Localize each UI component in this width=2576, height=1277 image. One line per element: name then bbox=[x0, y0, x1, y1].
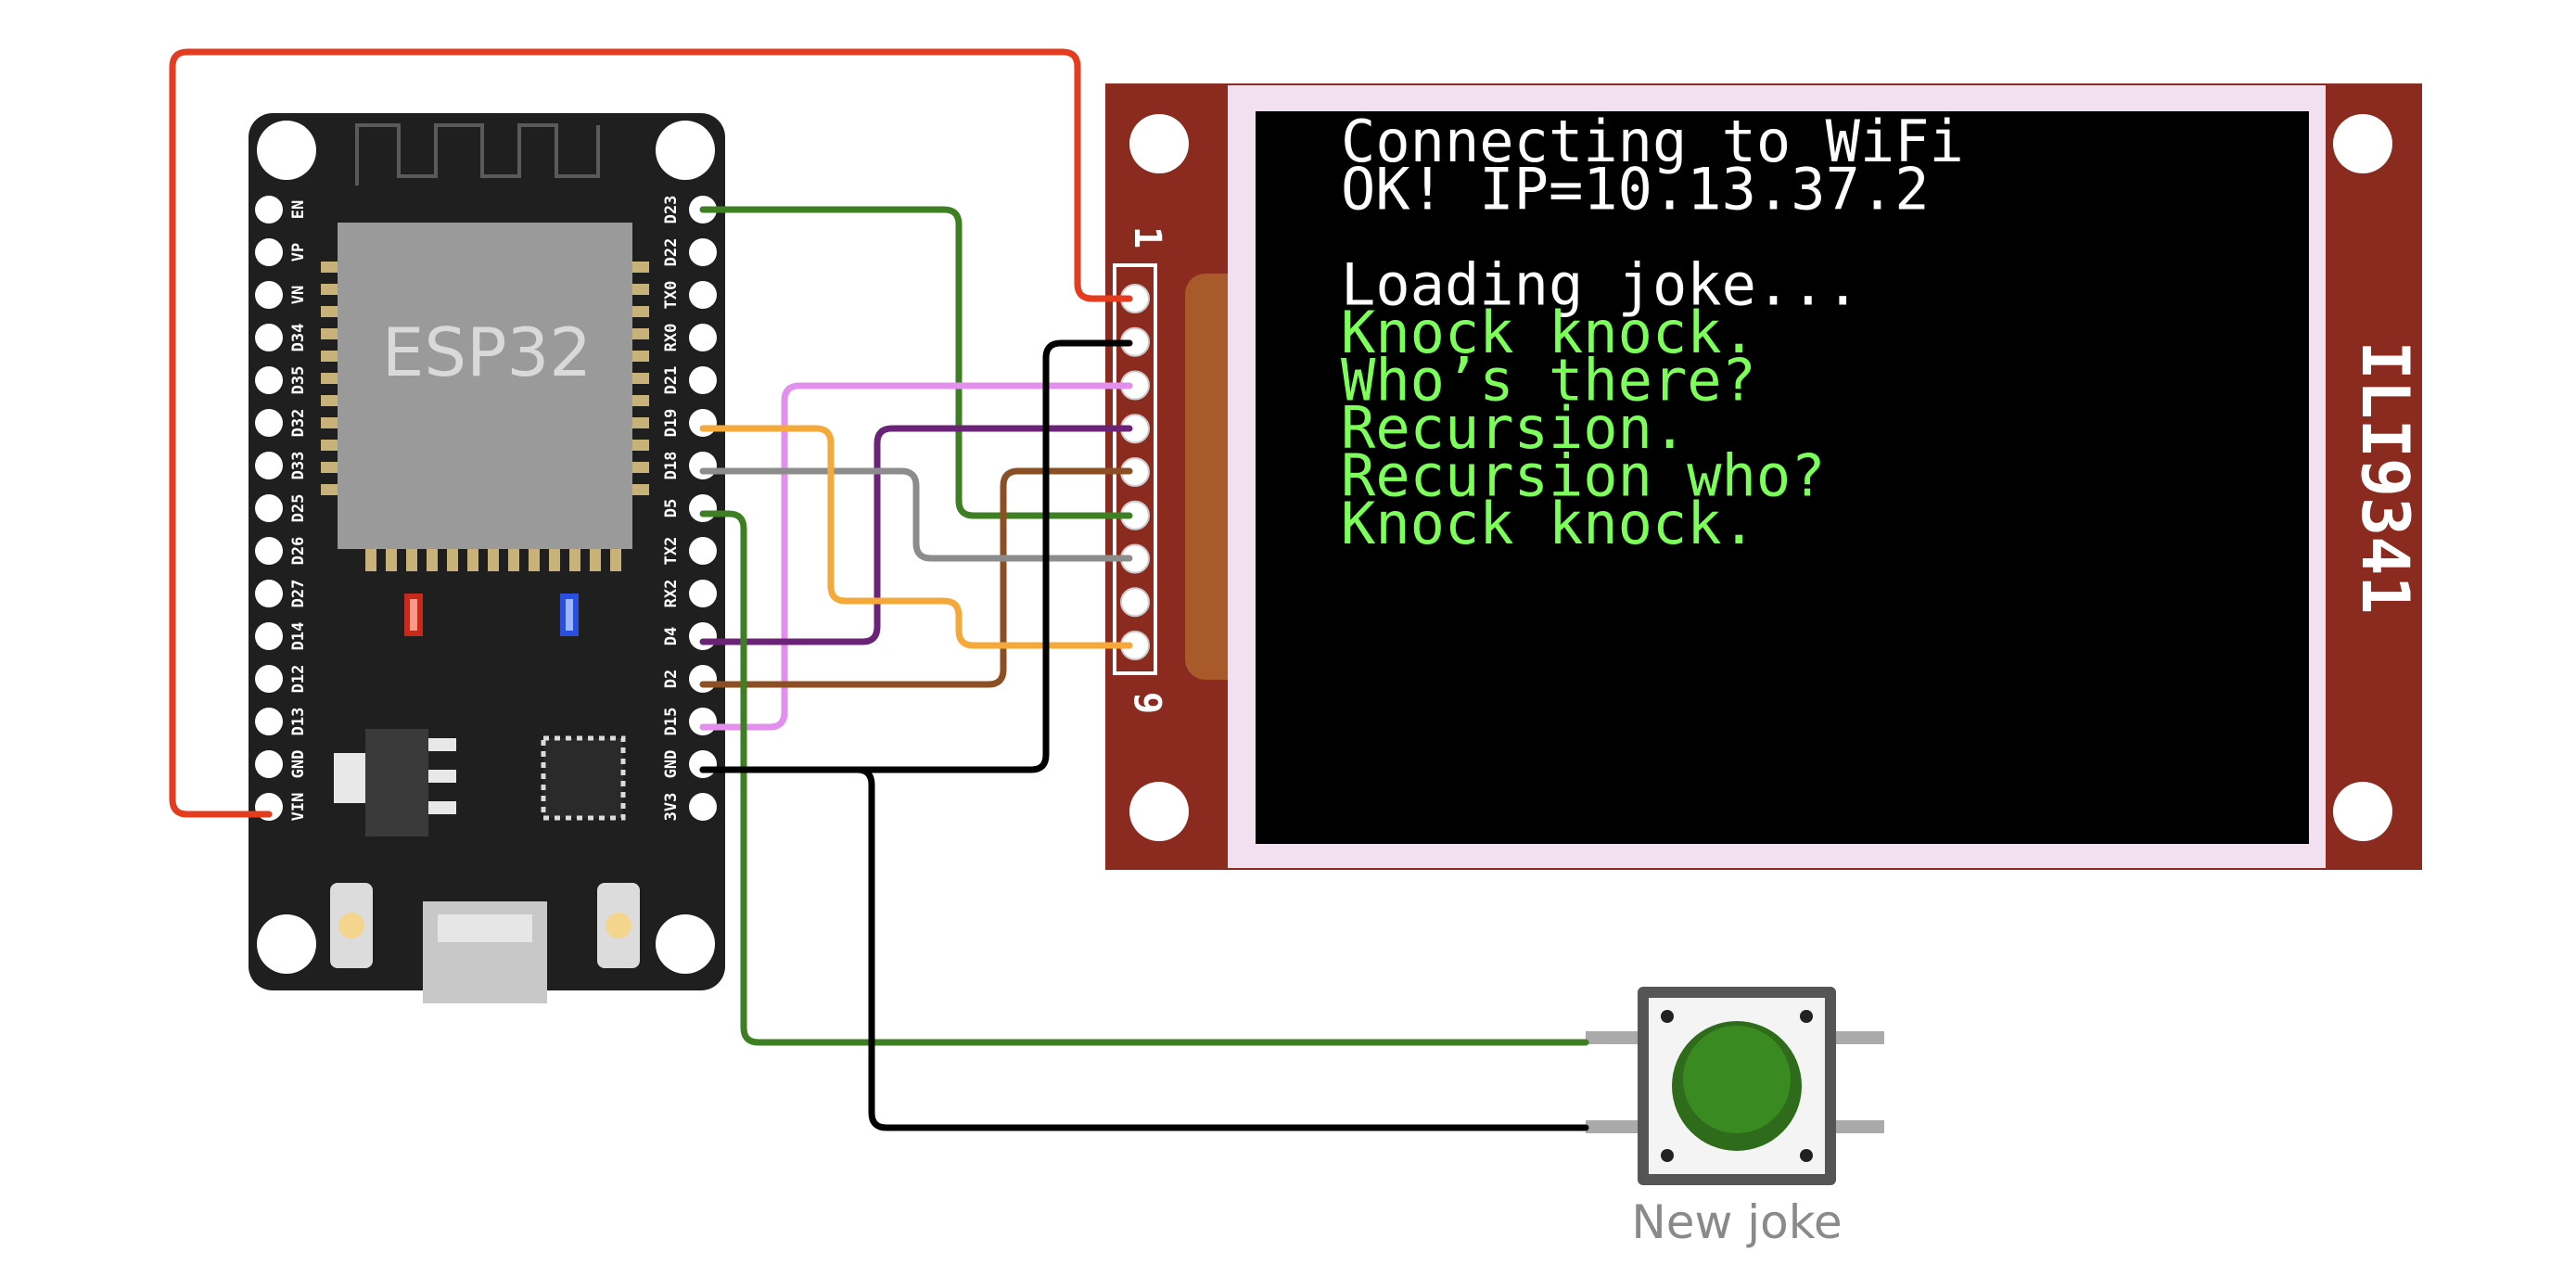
screen-line: Connecting to WiFi bbox=[1341, 108, 1964, 175]
header-last-label: 9 bbox=[1126, 692, 1168, 714]
pin-d18 bbox=[689, 452, 717, 479]
header-first-label: 1 bbox=[1126, 226, 1168, 249]
pin-tx0 bbox=[689, 281, 717, 309]
pin-label-d12: D12 bbox=[289, 665, 308, 694]
pin-label-gnd: GND bbox=[662, 750, 681, 779]
push-button[interactable] bbox=[1586, 987, 1884, 1185]
screen-line: Recursion. bbox=[1341, 394, 1687, 462]
pin-label-d33: D33 bbox=[289, 452, 308, 480]
pin-rx2 bbox=[689, 580, 717, 607]
screen-line: Recursion who? bbox=[1341, 442, 1826, 510]
micro-usb-port-icon bbox=[423, 901, 547, 1003]
pin-d27 bbox=[255, 580, 283, 607]
pin-label-d14: D14 bbox=[289, 622, 308, 651]
pin-d34 bbox=[255, 324, 283, 351]
pin-label-d21: D21 bbox=[662, 366, 681, 395]
pin-vp bbox=[255, 238, 283, 266]
pin-label-tx0: TX0 bbox=[662, 281, 681, 310]
pin-d22 bbox=[689, 238, 717, 266]
esp32-chip-label: ESP32 bbox=[382, 313, 592, 391]
button-label: New joke bbox=[1631, 1195, 1842, 1249]
pin-label-vn: VN bbox=[289, 286, 308, 304]
pin-gnd bbox=[255, 750, 283, 778]
pin-d25 bbox=[255, 494, 283, 522]
pin-label-vp: VP bbox=[289, 243, 308, 262]
wire-vin-red bbox=[169, 48, 1133, 818]
pin-label-d26: D26 bbox=[289, 537, 308, 566]
pin-d12 bbox=[255, 665, 283, 693]
pin-label-d32: D32 bbox=[289, 409, 308, 438]
display-name-label: ILI9341 bbox=[2347, 340, 2423, 614]
wire-pink bbox=[699, 382, 1133, 731]
wire-d5-green-button bbox=[699, 510, 1589, 1046]
pin-3v3 bbox=[689, 793, 717, 821]
reset-button-icon bbox=[597, 883, 640, 968]
pin-label-d35: D35 bbox=[289, 366, 308, 395]
pin-label-d2: D2 bbox=[662, 670, 681, 688]
pin-label-3v3: 3V3 bbox=[662, 793, 681, 822]
screen-line: Who’s there? bbox=[1341, 347, 1756, 415]
screen-line: OK! IP=10.13.37.2 bbox=[1341, 156, 1930, 223]
wire-gnd-black bbox=[699, 339, 1133, 773]
pin-vn bbox=[255, 281, 283, 309]
pin-label-d34: D34 bbox=[289, 324, 308, 352]
pin-en bbox=[255, 196, 283, 223]
pin-d32 bbox=[255, 409, 283, 437]
display-pin-8 bbox=[1120, 587, 1150, 618]
wires bbox=[169, 48, 1589, 1131]
screen-line: Loading joke... bbox=[1341, 251, 1860, 319]
boot-button-icon bbox=[330, 883, 373, 968]
pin-label-d18: D18 bbox=[662, 452, 681, 480]
voltage-regulator-icon bbox=[334, 729, 456, 836]
wire-d23-green bbox=[699, 206, 1133, 519]
pin-label-rx2: RX2 bbox=[662, 580, 681, 608]
pin-d15 bbox=[689, 708, 717, 735]
pin-label-d27: D27 bbox=[289, 580, 308, 608]
pin-label-en: EN bbox=[289, 200, 308, 219]
pin-label-tx2: TX2 bbox=[662, 537, 681, 566]
pin-d2 bbox=[689, 665, 717, 693]
pin-label-d15: D15 bbox=[662, 708, 681, 736]
wire-gray bbox=[699, 467, 1133, 562]
pin-d21 bbox=[689, 366, 717, 394]
wire-orange bbox=[699, 425, 1133, 649]
pin-d26 bbox=[255, 537, 283, 565]
pin-d33 bbox=[255, 452, 283, 479]
wire-brown bbox=[699, 467, 1133, 688]
esp32-board: ESP32 bbox=[249, 113, 725, 1003]
pin-d4 bbox=[689, 622, 717, 650]
screen-line: Knock knock. bbox=[1341, 299, 1756, 366]
pin-label-d4: D4 bbox=[662, 627, 681, 645]
pin-label-d19: D19 bbox=[662, 409, 681, 438]
red-led-icon bbox=[404, 594, 423, 636]
wire-purple bbox=[699, 425, 1133, 645]
pin-rx0 bbox=[689, 324, 717, 351]
pin-label-gnd: GND bbox=[289, 750, 308, 779]
blue-led-icon bbox=[560, 594, 579, 636]
pin-d19 bbox=[689, 409, 717, 437]
pin-gnd bbox=[689, 750, 717, 778]
pin-label-d23: D23 bbox=[662, 196, 681, 224]
display-screen bbox=[1256, 111, 2309, 844]
pin-d35 bbox=[255, 366, 283, 394]
pin-d13 bbox=[255, 708, 283, 735]
wire-gnd-black-button bbox=[699, 766, 1589, 1131]
pin-tx2 bbox=[689, 537, 717, 565]
pin-d14 bbox=[255, 622, 283, 650]
esp32-module bbox=[338, 223, 632, 549]
pin-label-rx0: RX0 bbox=[662, 324, 681, 352]
screen-line: Knock knock. bbox=[1341, 490, 1756, 557]
pin-label-d5: D5 bbox=[662, 499, 681, 517]
pin-label-d22: D22 bbox=[662, 238, 681, 267]
usb-chip-icon bbox=[541, 735, 626, 821]
pin-label-vin: VIN bbox=[289, 793, 308, 822]
pin-label-d13: D13 bbox=[289, 708, 308, 736]
pin-d5 bbox=[689, 494, 717, 522]
pin-label-d25: D25 bbox=[289, 494, 308, 523]
